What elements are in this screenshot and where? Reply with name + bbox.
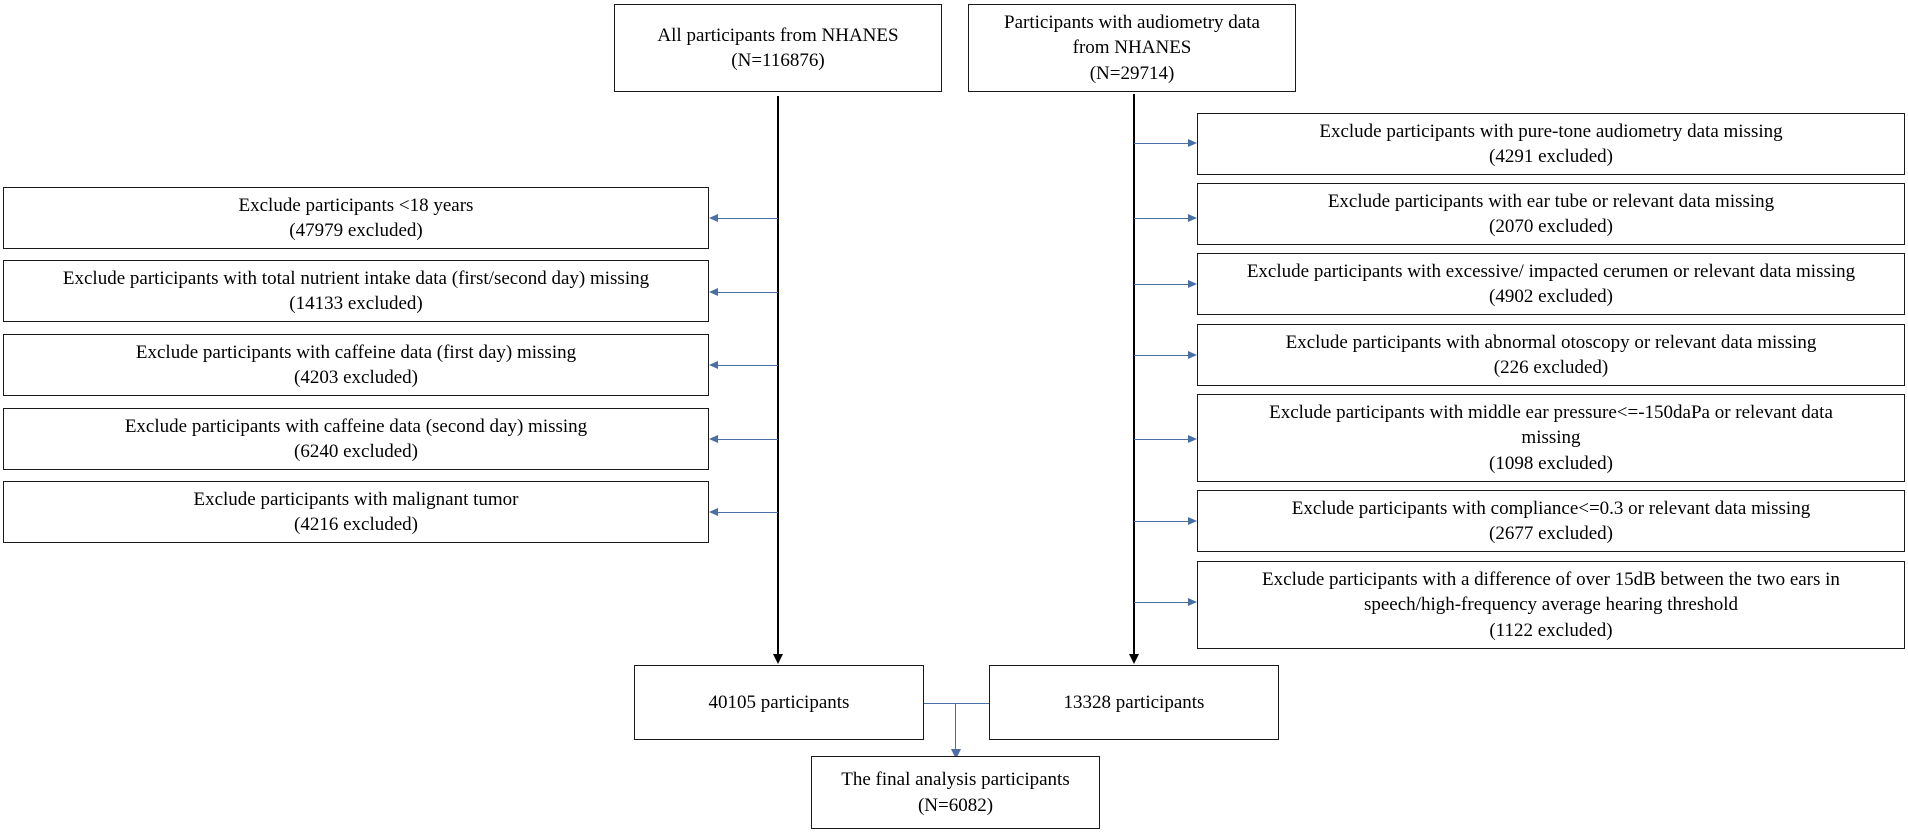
right-exclusion-box-4: Exclude participants with abnormal otosc…	[1197, 324, 1905, 386]
right-trunk-line	[1133, 94, 1135, 654]
merge-horizontal-line	[923, 703, 990, 704]
right-branch-6-arrow	[1188, 517, 1197, 525]
right-branch-2	[1134, 218, 1189, 219]
left-branch-3-arrow	[709, 361, 718, 369]
right-branch-3	[1134, 284, 1189, 285]
left-branch-3	[718, 365, 778, 366]
right-result-box: 13328 participants	[989, 665, 1279, 740]
left-exclusion-text-3: Exclude participants with caffeine data …	[135, 341, 577, 389]
left-exclusion-box-1: Exclude participants <18 years (47979 ex…	[3, 187, 709, 249]
right-branch-4	[1134, 355, 1189, 356]
left-exclusion-box-5: Exclude participants with malignant tumo…	[3, 481, 709, 543]
merge-arrow	[951, 749, 961, 759]
right-branch-2-arrow	[1188, 214, 1197, 222]
right-branch-7-arrow	[1188, 598, 1197, 606]
right-branch-4-arrow	[1188, 351, 1197, 359]
left-exclusion-box-2: Exclude participants with total nutrient…	[3, 260, 709, 322]
left-branch-1	[718, 218, 778, 219]
left-result-box: 40105 participants	[634, 665, 924, 740]
right-exclusion-box-5: Exclude participants with middle ear pre…	[1197, 394, 1905, 482]
left-trunk-arrow	[773, 654, 783, 664]
left-result-text: 40105 participants	[708, 691, 850, 713]
final-box: The final analysis participants (N=6082)	[811, 756, 1100, 829]
right-branch-5-arrow	[1188, 435, 1197, 443]
right-exclusion-text-1: Exclude participants with pure-tone audi…	[1319, 120, 1783, 168]
left-exclusion-text-2: Exclude participants with total nutrient…	[62, 267, 650, 315]
left-exclusion-box-3: Exclude participants with caffeine data …	[3, 334, 709, 396]
left-branch-1-arrow	[709, 214, 718, 222]
left-exclusion-text-5: Exclude participants with malignant tumo…	[193, 488, 519, 536]
left-top-box: All participants from NHANES (N=116876)	[614, 4, 942, 92]
merge-vertical-line	[955, 703, 956, 752]
right-exclusion-box-3: Exclude participants with excessive/ imp…	[1197, 253, 1905, 315]
right-result-text: 13328 participants	[1063, 691, 1205, 713]
right-top-text: Participants with audiometry data from N…	[1004, 11, 1260, 84]
right-branch-6	[1134, 521, 1189, 522]
right-branch-1-arrow	[1188, 139, 1197, 147]
right-exclusion-text-7: Exclude participants with a difference o…	[1262, 568, 1840, 641]
right-branch-1	[1134, 143, 1189, 144]
right-exclusion-text-2: Exclude participants with ear tube or re…	[1327, 190, 1775, 238]
right-exclusion-box-2: Exclude participants with ear tube or re…	[1197, 183, 1905, 245]
right-exclusion-text-4: Exclude participants with abnormal otosc…	[1285, 331, 1817, 379]
right-branch-3-arrow	[1188, 280, 1197, 288]
left-exclusion-text-1: Exclude participants <18 years (47979 ex…	[238, 194, 474, 242]
right-exclusion-text-5: Exclude participants with middle ear pre…	[1269, 401, 1833, 474]
left-branch-4	[718, 439, 778, 440]
right-exclusion-text-6: Exclude participants with compliance<=0.…	[1291, 497, 1811, 545]
right-branch-5	[1134, 439, 1189, 440]
left-branch-2-arrow	[709, 288, 718, 296]
left-branch-2	[718, 292, 778, 293]
left-branch-4-arrow	[709, 435, 718, 443]
right-top-box: Participants with audiometry data from N…	[968, 4, 1296, 92]
right-branch-7	[1134, 602, 1189, 603]
left-branch-5	[718, 512, 778, 513]
right-exclusion-text-3: Exclude participants with excessive/ imp…	[1246, 260, 1856, 308]
right-exclusion-box-7: Exclude participants with a difference o…	[1197, 561, 1905, 649]
left-top-text: All participants from NHANES (N=116876)	[657, 24, 899, 72]
left-exclusion-text-4: Exclude participants with caffeine data …	[124, 415, 588, 463]
right-exclusion-box-1: Exclude participants with pure-tone audi…	[1197, 113, 1905, 175]
right-exclusion-box-6: Exclude participants with compliance<=0.…	[1197, 490, 1905, 552]
left-trunk-line	[777, 96, 779, 654]
right-trunk-arrow	[1129, 654, 1139, 664]
left-branch-5-arrow	[709, 508, 718, 516]
final-text: The final analysis participants (N=6082)	[841, 769, 1070, 816]
left-exclusion-box-4: Exclude participants with caffeine data …	[3, 408, 709, 470]
